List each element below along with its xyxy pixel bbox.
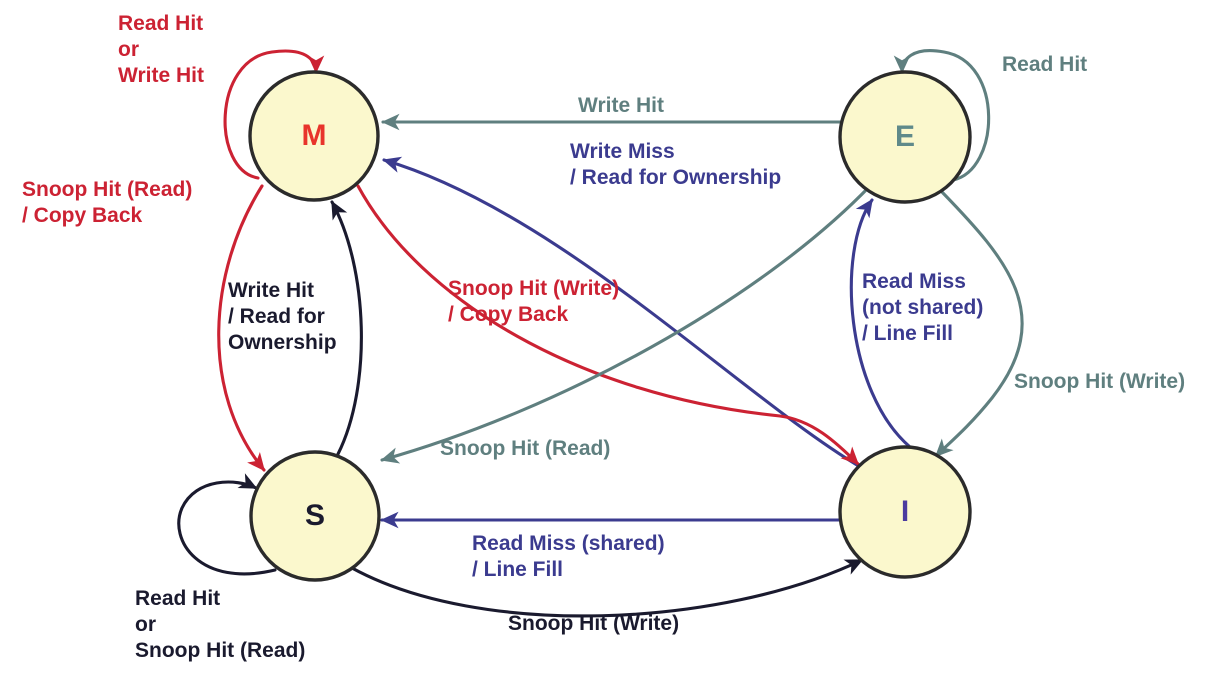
transition-label-line: Read Hit	[118, 12, 203, 35]
transition-label-s-to-i: Snoop Hit (Write)	[508, 612, 679, 635]
state-circle-E	[838, 70, 972, 204]
transition-label-line: Snoop Hit (Write)	[448, 277, 619, 300]
transition-label-i-to-s: Read Miss (shared) / Line Fill	[472, 532, 665, 581]
transition-m-self	[223, 49, 325, 180]
state-letter-M: M	[302, 119, 327, 152]
transition-e-to-s	[380, 184, 872, 464]
state-letter-I: I	[901, 495, 909, 528]
transition-i-to-e	[849, 198, 912, 449]
transition-label-line: / Read for Ownership	[570, 166, 781, 189]
transition-label-line: (not shared)	[862, 296, 983, 319]
transition-label-line: Write Miss	[570, 140, 675, 163]
state-node-S[interactable]: S	[249, 450, 381, 582]
transition-label-line: Snoop Hit (Read)	[22, 178, 192, 201]
transition-label-line: Write Hit	[118, 64, 204, 87]
transition-e-self	[893, 49, 991, 182]
transition-label-line: or	[118, 38, 139, 61]
transition-label-line: Read Miss	[862, 270, 966, 293]
transition-label-line: Snoop Hit (Write)	[508, 612, 679, 635]
transition-i-to-m	[382, 156, 864, 470]
transition-label-line: Snoop Hit (Write)	[1014, 370, 1185, 393]
transition-s-to-m	[330, 200, 363, 456]
transition-label-e-to-i: Snoop Hit (Write)	[1014, 370, 1185, 393]
transition-label-line: / Line Fill	[472, 558, 563, 581]
transition-label-line: Ownership	[228, 331, 337, 354]
transition-label-line: / Copy Back	[22, 204, 143, 227]
transition-label-m-to-i: Snoop Hit (Write) / Copy Back	[448, 277, 619, 326]
transitions-layer	[177, 49, 1024, 618]
states-layer: M E S I	[248, 70, 972, 582]
transition-label-line: / Line Fill	[862, 322, 953, 345]
transition-m-to-s	[217, 184, 266, 472]
state-letter-S: S	[305, 499, 325, 532]
transition-label-line: Snoop Hit (Read)	[440, 437, 610, 460]
state-node-E[interactable]: E	[838, 70, 972, 204]
transition-label-m-to-s: Snoop Hit (Read) / Copy Back	[22, 178, 192, 227]
state-circle-S	[249, 450, 381, 582]
transition-label-line: or	[135, 613, 156, 636]
state-node-M[interactable]: M	[248, 70, 380, 202]
transition-label-line: Snoop Hit (Read)	[135, 639, 305, 662]
state-letter-E: E	[895, 120, 915, 153]
state-circle-M	[248, 70, 380, 202]
transition-label-line: / Read for	[228, 305, 325, 328]
state-node-I[interactable]: I	[838, 445, 972, 579]
transition-label-i-to-m: Write Miss / Read for Ownership	[570, 140, 781, 189]
transition-label-e-self: Read Hit	[1002, 53, 1087, 76]
transition-s-self	[177, 473, 277, 576]
transition-label-line: Write Hit	[228, 279, 314, 302]
state-circle-I	[838, 445, 972, 579]
transition-s-to-i	[350, 558, 864, 618]
transition-label-e-to-s: Snoop Hit (Read)	[440, 437, 610, 460]
transition-label-i-to-e: Read Miss (not shared) / Line Fill	[862, 270, 983, 345]
transition-label-line: Write Hit	[578, 94, 664, 117]
transition-label-line: Read Hit	[135, 587, 220, 610]
transition-label-line: Read Miss (shared)	[472, 532, 665, 555]
transition-label-e-to-m: Write Hit	[578, 94, 664, 117]
transition-e-to-i	[934, 190, 1024, 458]
transition-label-line: / Copy Back	[448, 303, 569, 326]
transition-m-to-i	[356, 184, 860, 466]
transition-label-line: Read Hit	[1002, 53, 1087, 76]
